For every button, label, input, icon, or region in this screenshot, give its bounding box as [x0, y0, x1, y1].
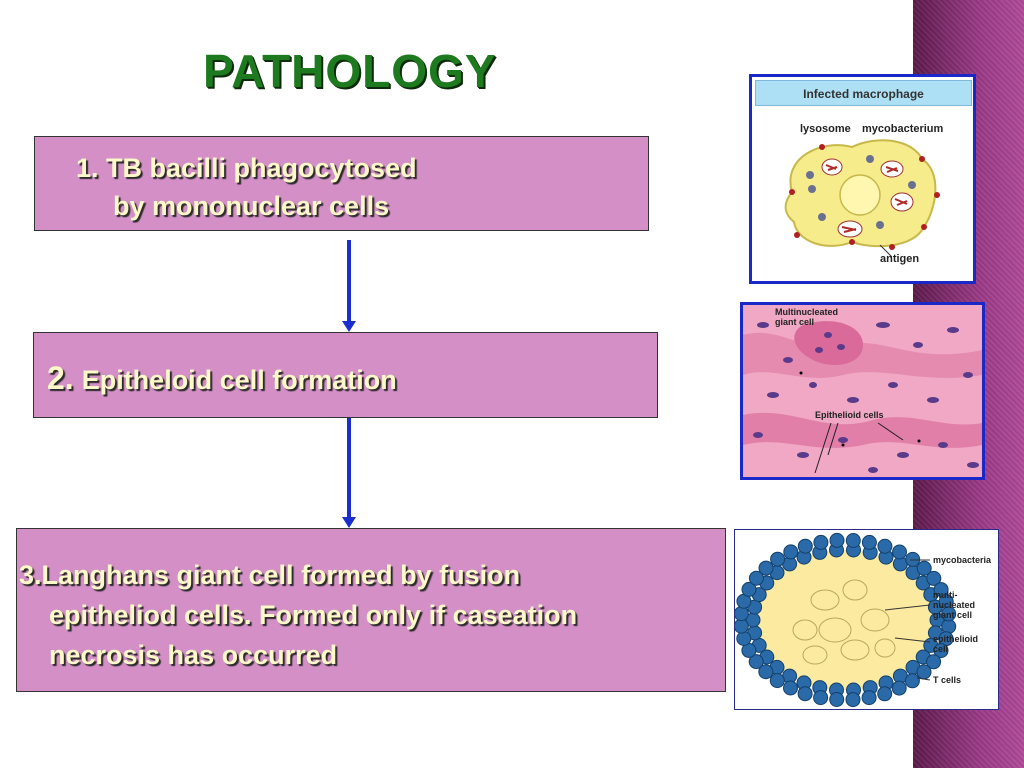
- t-cell: [736, 631, 752, 646]
- t-cell: [770, 551, 786, 567]
- epithelioid-label-2: cell: [933, 644, 948, 654]
- epithelioid-label: Epithelioid cells: [815, 410, 884, 420]
- step-3-box: 3.Langhans giant cell formed by fusion e…: [16, 528, 726, 692]
- step-1-box: 1. TB bacilli phagocytosed by mononuclea…: [34, 136, 649, 231]
- down-arrow-2: [342, 418, 356, 528]
- step-3-line-3: necrosis has occurred: [49, 640, 338, 670]
- t-cell: [904, 673, 920, 689]
- t-cells-label: T cells: [933, 675, 961, 685]
- t-cell: [735, 618, 749, 634]
- t-cell: [845, 692, 861, 708]
- giant-cell-label-1: Multinucleated: [775, 307, 838, 317]
- step-2-text: Epitheloid cell formation: [81, 365, 397, 395]
- step-1-line-1: 1. TB bacilli phagocytosed: [76, 153, 417, 183]
- histology-illustration: Multinucleated giant cell Epithelioid ce…: [743, 305, 982, 477]
- macrophage-diagram: Infected macrophage lysosome mycobacteri…: [749, 74, 976, 284]
- giant-cell-label-1: multi-: [933, 590, 958, 600]
- step-2-box: 2.Epitheloid cell formation: [33, 332, 658, 418]
- macrophage-illustration: lysosome mycobacterium antigen: [784, 123, 944, 265]
- t-cell: [813, 690, 829, 706]
- t-cell: [783, 680, 798, 696]
- t-cell: [926, 654, 942, 670]
- down-arrow-1: [342, 240, 356, 332]
- step-3-line-2: epitheliod cells. Formed only if caseati…: [49, 600, 578, 630]
- t-cell: [829, 532, 845, 548]
- t-cell: [769, 673, 785, 689]
- t-cell: [748, 570, 764, 586]
- histology-image: Multinucleated giant cell Epithelioid ce…: [740, 302, 985, 480]
- slide-title: PATHOLOGY: [203, 45, 497, 97]
- giant-cell-label-2: giant cell: [775, 317, 814, 327]
- t-cell: [829, 692, 845, 707]
- t-cell: [797, 538, 813, 554]
- t-cell: [891, 680, 907, 696]
- mycobacterium-label: mycobacterium: [862, 123, 944, 135]
- step-1-line-2: by mononuclear cells: [113, 191, 390, 221]
- t-cell: [741, 581, 757, 597]
- t-cell: [861, 534, 877, 550]
- t-cell: [735, 606, 749, 622]
- t-cell: [758, 560, 774, 576]
- giant-cell-label-3: giant cell: [933, 610, 972, 620]
- t-cell: [758, 664, 774, 680]
- t-cell: [861, 690, 877, 706]
- t-cell: [933, 643, 949, 659]
- lysosome-label: lysosome: [800, 123, 851, 135]
- t-cell: [797, 686, 813, 702]
- step-3-line-1: 3.Langhans giant cell formed by fusion: [19, 560, 521, 590]
- t-cell: [926, 570, 942, 586]
- t-cell: [783, 544, 799, 560]
- t-cell: [941, 606, 957, 622]
- t-cell: [916, 664, 932, 680]
- macrophage-header: Infected macrophage: [755, 80, 972, 106]
- t-cell: [905, 551, 921, 567]
- epithelioid-label-1: epithelioid: [933, 634, 978, 644]
- t-cell: [877, 538, 893, 554]
- t-cell: [892, 544, 907, 560]
- granuloma-illustration: mycobacteria multi- nucleated giant cell…: [735, 532, 992, 708]
- t-cell: [877, 686, 893, 702]
- antigen-label: antigen: [880, 253, 919, 265]
- t-cell: [941, 618, 957, 634]
- granuloma-diagram: mycobacteria multi- nucleated giant cell…: [734, 529, 999, 710]
- t-cell: [916, 560, 932, 576]
- giant-cell-label-2: nucleated: [933, 600, 975, 610]
- step-2-number: 2.: [47, 360, 74, 396]
- t-cell: [748, 654, 764, 670]
- t-cell: [845, 533, 861, 548]
- mycobacteria-label: mycobacteria: [933, 555, 992, 565]
- t-cell: [813, 534, 829, 550]
